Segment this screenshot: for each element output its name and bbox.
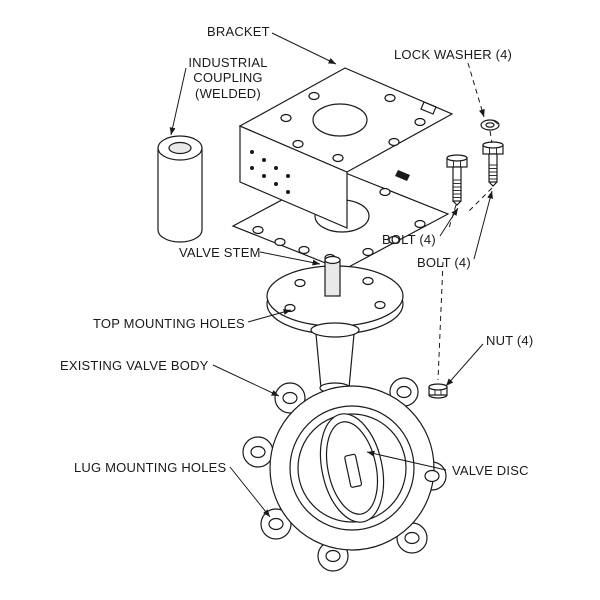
label-lug-mounting-holes: LUG MOUNTING HOLES — [74, 460, 227, 475]
valve-neck — [310, 322, 360, 394]
label-nut: NUT (4) — [486, 333, 534, 348]
existing-valve-body — [242, 377, 447, 572]
label-industrial-coupling: INDUSTRIAL COUPLING (WELDED) — [188, 55, 268, 101]
label-bolt-b: BOLT (4) — [417, 255, 471, 270]
lock-washer-icon — [480, 119, 500, 131]
label-existing-valve-body: EXISTING VALVE BODY — [60, 358, 209, 373]
lug-mounting-holes — [250, 385, 440, 563]
nut-icon — [428, 383, 448, 399]
valve-disc — [319, 413, 385, 523]
label-valve-disc: VALVE DISC — [452, 463, 529, 478]
leader-lines — [169, 32, 493, 518]
industrial-coupling — [157, 135, 203, 243]
label-lock-washer: LOCK WASHER (4) — [394, 47, 513, 62]
label-bolt-a: BOLT (4) — [382, 232, 436, 247]
label-top-mounting-holes: TOP MOUNTING HOLES — [93, 316, 245, 331]
label-valve-stem: VALVE STEM — [179, 245, 261, 260]
bracket-top-plate — [238, 67, 454, 173]
valve-stem — [324, 255, 341, 297]
bolt-icon — [446, 154, 468, 206]
label-bracket: BRACKET — [207, 24, 270, 39]
bolt-icon — [482, 141, 504, 187]
